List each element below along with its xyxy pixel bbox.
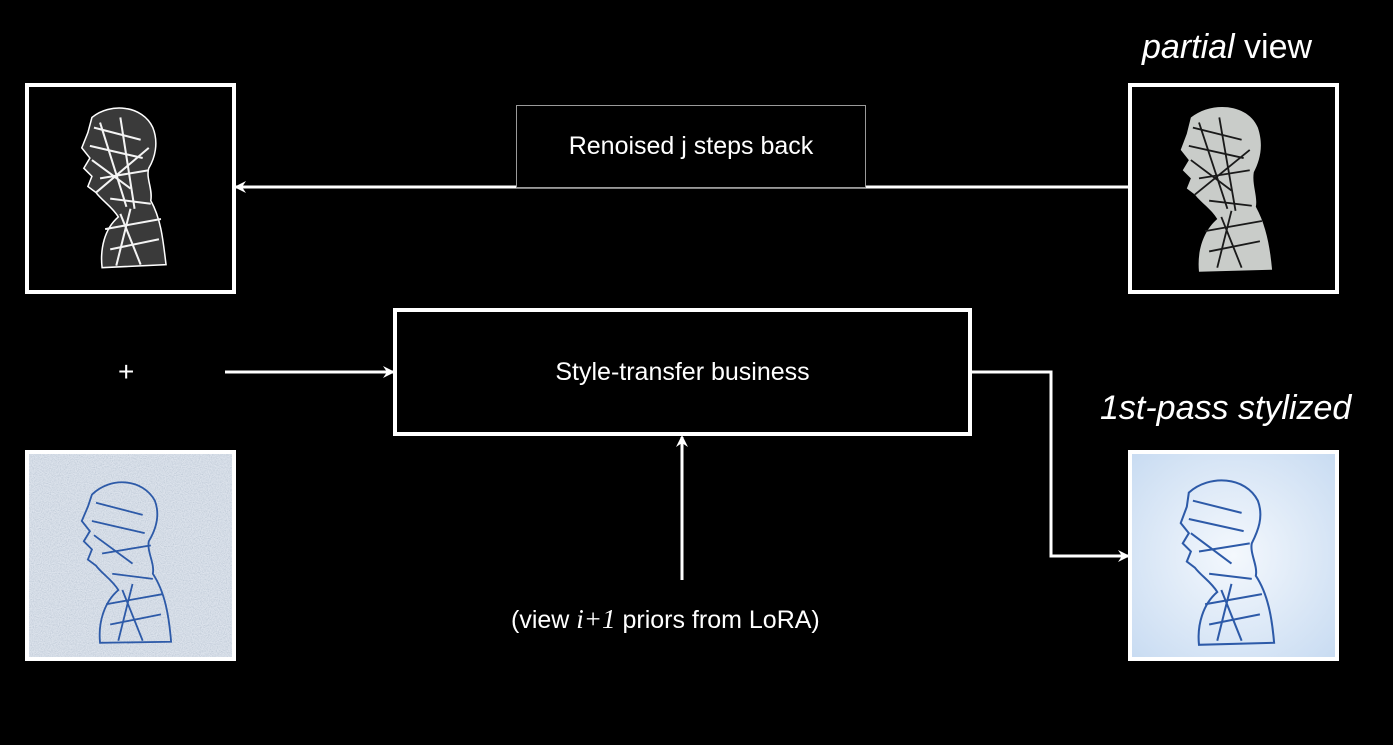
style-transfer-box: Style-transfer business	[393, 308, 972, 436]
partial-view-title-rest: view	[1234, 28, 1313, 66]
partial-view-bust-image	[1132, 87, 1335, 290]
first-pass-stylized-image	[1132, 454, 1335, 657]
stylized-image-frame	[1128, 450, 1339, 661]
style-to-output-arrow	[972, 370, 1130, 562]
first-pass-title: 1st-pass stylized	[1100, 389, 1352, 427]
style-transfer-label: Style-transfer business	[555, 357, 810, 386]
priors-caption: (view i+1 priors from LoRA)	[511, 604, 820, 635]
renoised-bust-image	[29, 87, 232, 290]
renoise-box: Renoised j steps back	[516, 105, 866, 188]
noise-image-frame	[25, 450, 236, 661]
partial-view-title: partial view	[1142, 28, 1312, 67]
priors-caption-post: priors from LoRA)	[615, 606, 820, 634]
renoise-label: Renoised j steps back	[568, 132, 814, 160]
plus-sign: +	[118, 356, 135, 387]
partial-view-image-frame	[1128, 83, 1339, 294]
priors-caption-variable: i+1	[576, 604, 616, 634]
partial-view-title-emphasis: partial	[1142, 28, 1235, 66]
renoised-image-frame	[25, 83, 236, 294]
priors-caption-pre: (view	[511, 606, 577, 634]
noisy-stylized-image	[29, 454, 232, 657]
